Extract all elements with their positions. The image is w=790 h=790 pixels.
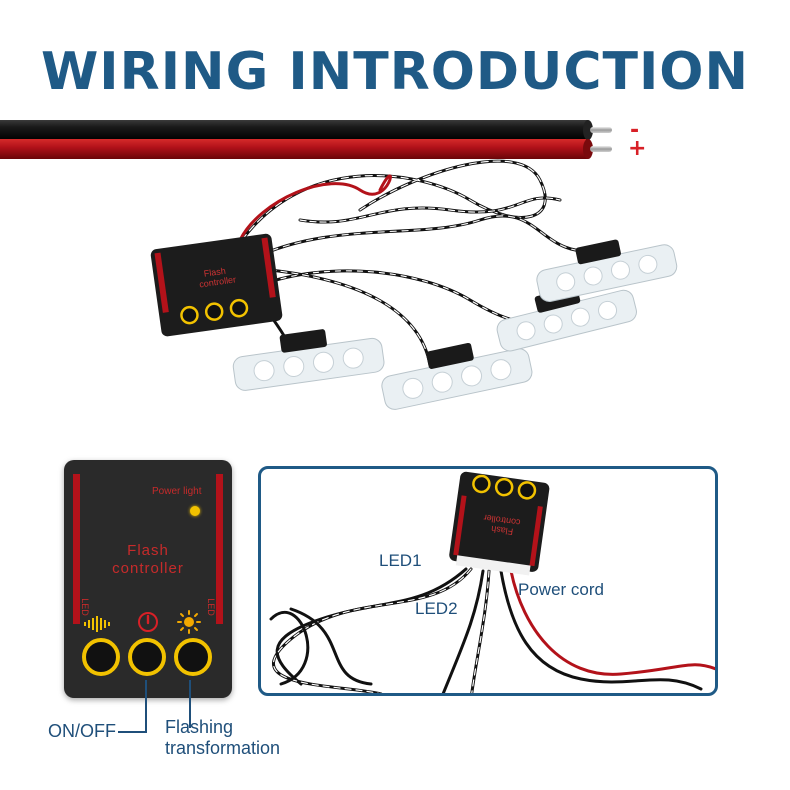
power-cable (0, 120, 612, 159)
controller-name-line2: controller (112, 560, 184, 577)
led-bar (381, 342, 533, 410)
label-leader-lines (118, 680, 191, 733)
flashing-transformation-button[interactable] (174, 638, 212, 676)
black-wire (0, 120, 588, 140)
panel-controller: Flash controller (449, 471, 550, 576)
on-off-label: ON/OFF (48, 721, 116, 741)
svg-text:Flash: Flash (491, 524, 514, 537)
sun-brightness-icon (177, 610, 201, 634)
left-red-stripe (73, 474, 80, 624)
power-cord-label: Power cord (518, 580, 604, 599)
led2-label: LED2 (415, 599, 458, 618)
led-bar (232, 329, 385, 391)
sound-wave-icon (84, 616, 110, 632)
connector-detail-panel: Flash controller LED1 LED2 Power cord (258, 466, 718, 696)
power-light-label: Power light (152, 486, 202, 497)
mode-button[interactable] (82, 638, 120, 676)
on-off-button[interactable] (128, 638, 166, 676)
positive-sign: + (628, 136, 647, 161)
flashing-label-line1: Flashing (165, 717, 234, 737)
power-icon (138, 612, 158, 632)
led-bar (496, 286, 637, 352)
positive-terminal (590, 146, 612, 152)
controller-name-line1: Flash (127, 542, 169, 559)
side-led-label-left: LED (79, 598, 90, 616)
led-bar (536, 239, 678, 302)
right-red-stripe (216, 474, 223, 624)
small-controller: Flash controller (150, 233, 283, 337)
red-wire (0, 139, 588, 159)
product-scene: Flash controller (150, 159, 678, 410)
led1-label: LED1 (379, 551, 422, 570)
negative-terminal (590, 127, 612, 133)
negative-sign: - (630, 118, 640, 143)
connector-scene: Flash controller (269, 471, 715, 693)
svg-text:Flash: Flash (203, 266, 226, 279)
flashing-label-line2: transformation (165, 738, 281, 758)
page-title: WIRING INTRODUCTION (40, 42, 750, 102)
flash-controller-closeup: Power light Flash controller LED LED (64, 460, 232, 698)
power-light-indicator (190, 506, 200, 516)
side-led-label-right: LED (205, 598, 216, 616)
